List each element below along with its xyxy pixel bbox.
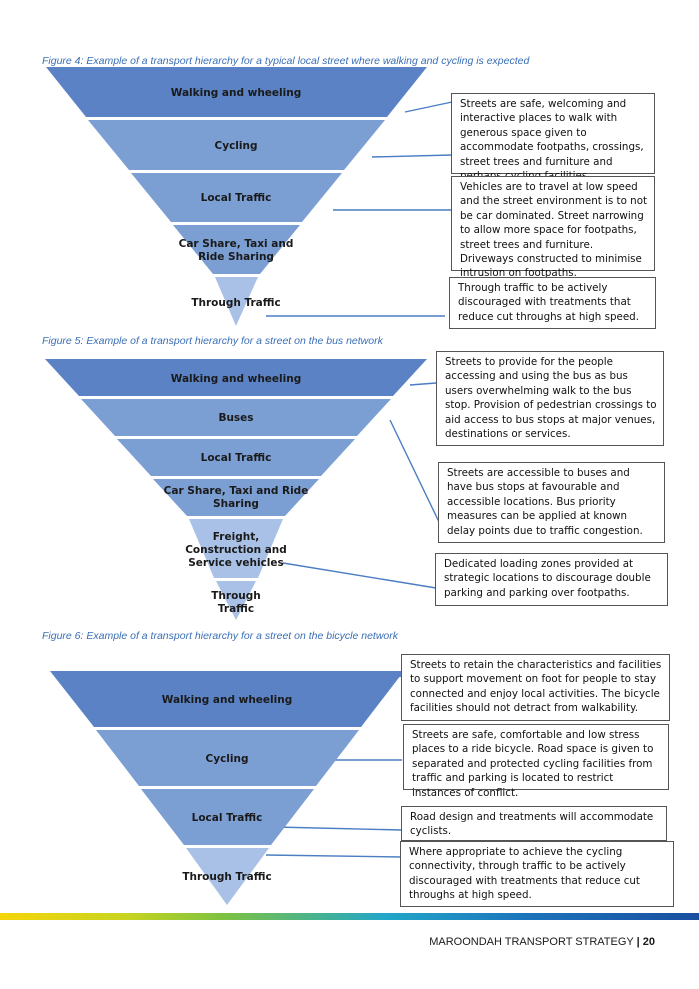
fig6-level-local-traffic — [141, 789, 314, 845]
fig5-connector-2 — [389, 419, 441, 525]
fig6-connector-1 — [364, 675, 403, 681]
figure-4-caption: Figure 4: Example of a transport hierarc… — [42, 55, 530, 67]
fig5-label-freight-3: Service vehicles — [188, 557, 284, 569]
fig6-note-walking: Streets to retain the characteristics an… — [401, 654, 670, 721]
fig4-label-car-share-1: Car Share, Taxi and — [179, 238, 294, 250]
fig5-level-car-share — [153, 479, 319, 516]
fig6-note-road-design: Road design and treatments will accommod… — [401, 806, 667, 841]
fig4-connector-2 — [371, 154, 453, 158]
fig4-label-through-traffic: Through Traffic — [191, 297, 280, 309]
page-footer: MAROONDAH TRANSPORT STRATEGY | 20 — [429, 936, 655, 948]
fig4-label-local-traffic: Local Traffic — [201, 192, 272, 204]
fig4-note-walking: Streets are safe, welcoming and interact… — [451, 93, 655, 182]
page-number: 20 — [642, 936, 655, 948]
fig5-label-walking: Walking and wheeling — [171, 373, 301, 385]
fig4-level-walking — [46, 67, 427, 117]
fig5-connector-1 — [409, 382, 437, 386]
fig4-label-cycling: Cycling — [215, 140, 258, 152]
figure-6-caption: Figure 6: Example of a transport hierarc… — [42, 630, 399, 642]
fig6-level-walking — [50, 671, 404, 727]
fig5-note-loading: Dedicated loading zones provided at stra… — [435, 553, 668, 606]
fig5-connector-3 — [282, 562, 437, 589]
fig4-note-through: Through traffic to be actively discourag… — [449, 277, 656, 329]
fig6-connector-4 — [265, 854, 403, 858]
footer-color-bar — [0, 913, 699, 920]
fig5-note-buses: Streets are accessible to buses and have… — [438, 462, 665, 543]
fig5-label-local-traffic: Local Traffic — [201, 452, 272, 464]
fig4-label-car-share-2: Ride Sharing — [198, 251, 274, 263]
fig5-level-walking — [45, 359, 427, 396]
fig6-level-cycling — [96, 730, 359, 786]
footer-separator: | — [636, 936, 640, 948]
fig5-note-walking: Streets to provide for the people access… — [436, 351, 664, 446]
fig5-label-through-1: Through — [211, 590, 261, 602]
fig6-label-walking: Walking and wheeling — [162, 694, 292, 706]
fig5-label-freight-2: Construction and — [185, 544, 287, 556]
fig4-connector-1 — [404, 101, 453, 113]
fig4-level-car-share — [173, 225, 300, 274]
fig4-label-walking: Walking and wheeling — [171, 87, 301, 99]
fig6-note-cycling: Streets are safe, comfortable and low st… — [403, 724, 669, 799]
fig6-note-through: Where appropriate to achieve the cycling… — [400, 841, 674, 907]
fig6-label-through-traffic: Through Traffic — [182, 871, 271, 883]
fig4-level-cycling — [88, 120, 385, 170]
figure-5-caption: Figure 5: Example of a transport hierarc… — [42, 335, 383, 347]
fig5-label-buses: Buses — [218, 412, 253, 424]
fig4-level-through-traffic — [215, 277, 258, 326]
fig5-label-car-share-1: Car Share, Taxi and Ride — [164, 485, 309, 497]
fig4-level-local-traffic — [131, 173, 342, 222]
fig5-level-through-traffic — [216, 581, 256, 620]
fig4-note-vehicles: Vehicles are to travel at low speed and … — [451, 176, 655, 279]
fig5-label-car-share-2: Sharing — [213, 498, 259, 510]
fig5-level-local-traffic — [117, 439, 355, 476]
fig5-level-freight — [189, 519, 283, 578]
fig6-label-local-traffic: Local Traffic — [192, 812, 263, 824]
fig6-connector-3 — [274, 826, 403, 831]
footer-title: MAROONDAH TRANSPORT STRATEGY — [429, 936, 634, 948]
fig6-label-cycling: Cycling — [206, 753, 249, 765]
fig6-level-through-traffic — [186, 848, 269, 905]
fig5-level-buses — [81, 399, 391, 436]
fig5-label-freight-1: Freight, — [213, 531, 259, 543]
fig5-label-through-2: Traffic — [218, 603, 254, 615]
